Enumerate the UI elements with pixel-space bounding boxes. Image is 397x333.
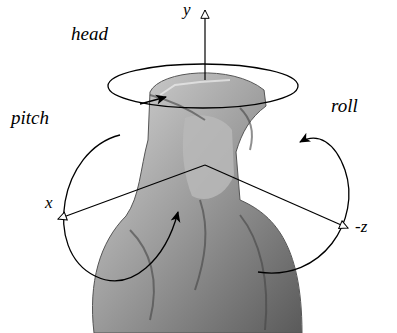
axis-label: pitch [10, 108, 50, 127]
axis-label: -z [354, 218, 368, 235]
axis-label: x [44, 194, 54, 211]
axis-label: head [70, 24, 109, 43]
rotation-arrows [64, 64, 349, 281]
axis-label: roll [330, 96, 359, 115]
axis-label: y [182, 1, 192, 18]
bust [92, 73, 302, 333]
axes [58, 10, 348, 228]
